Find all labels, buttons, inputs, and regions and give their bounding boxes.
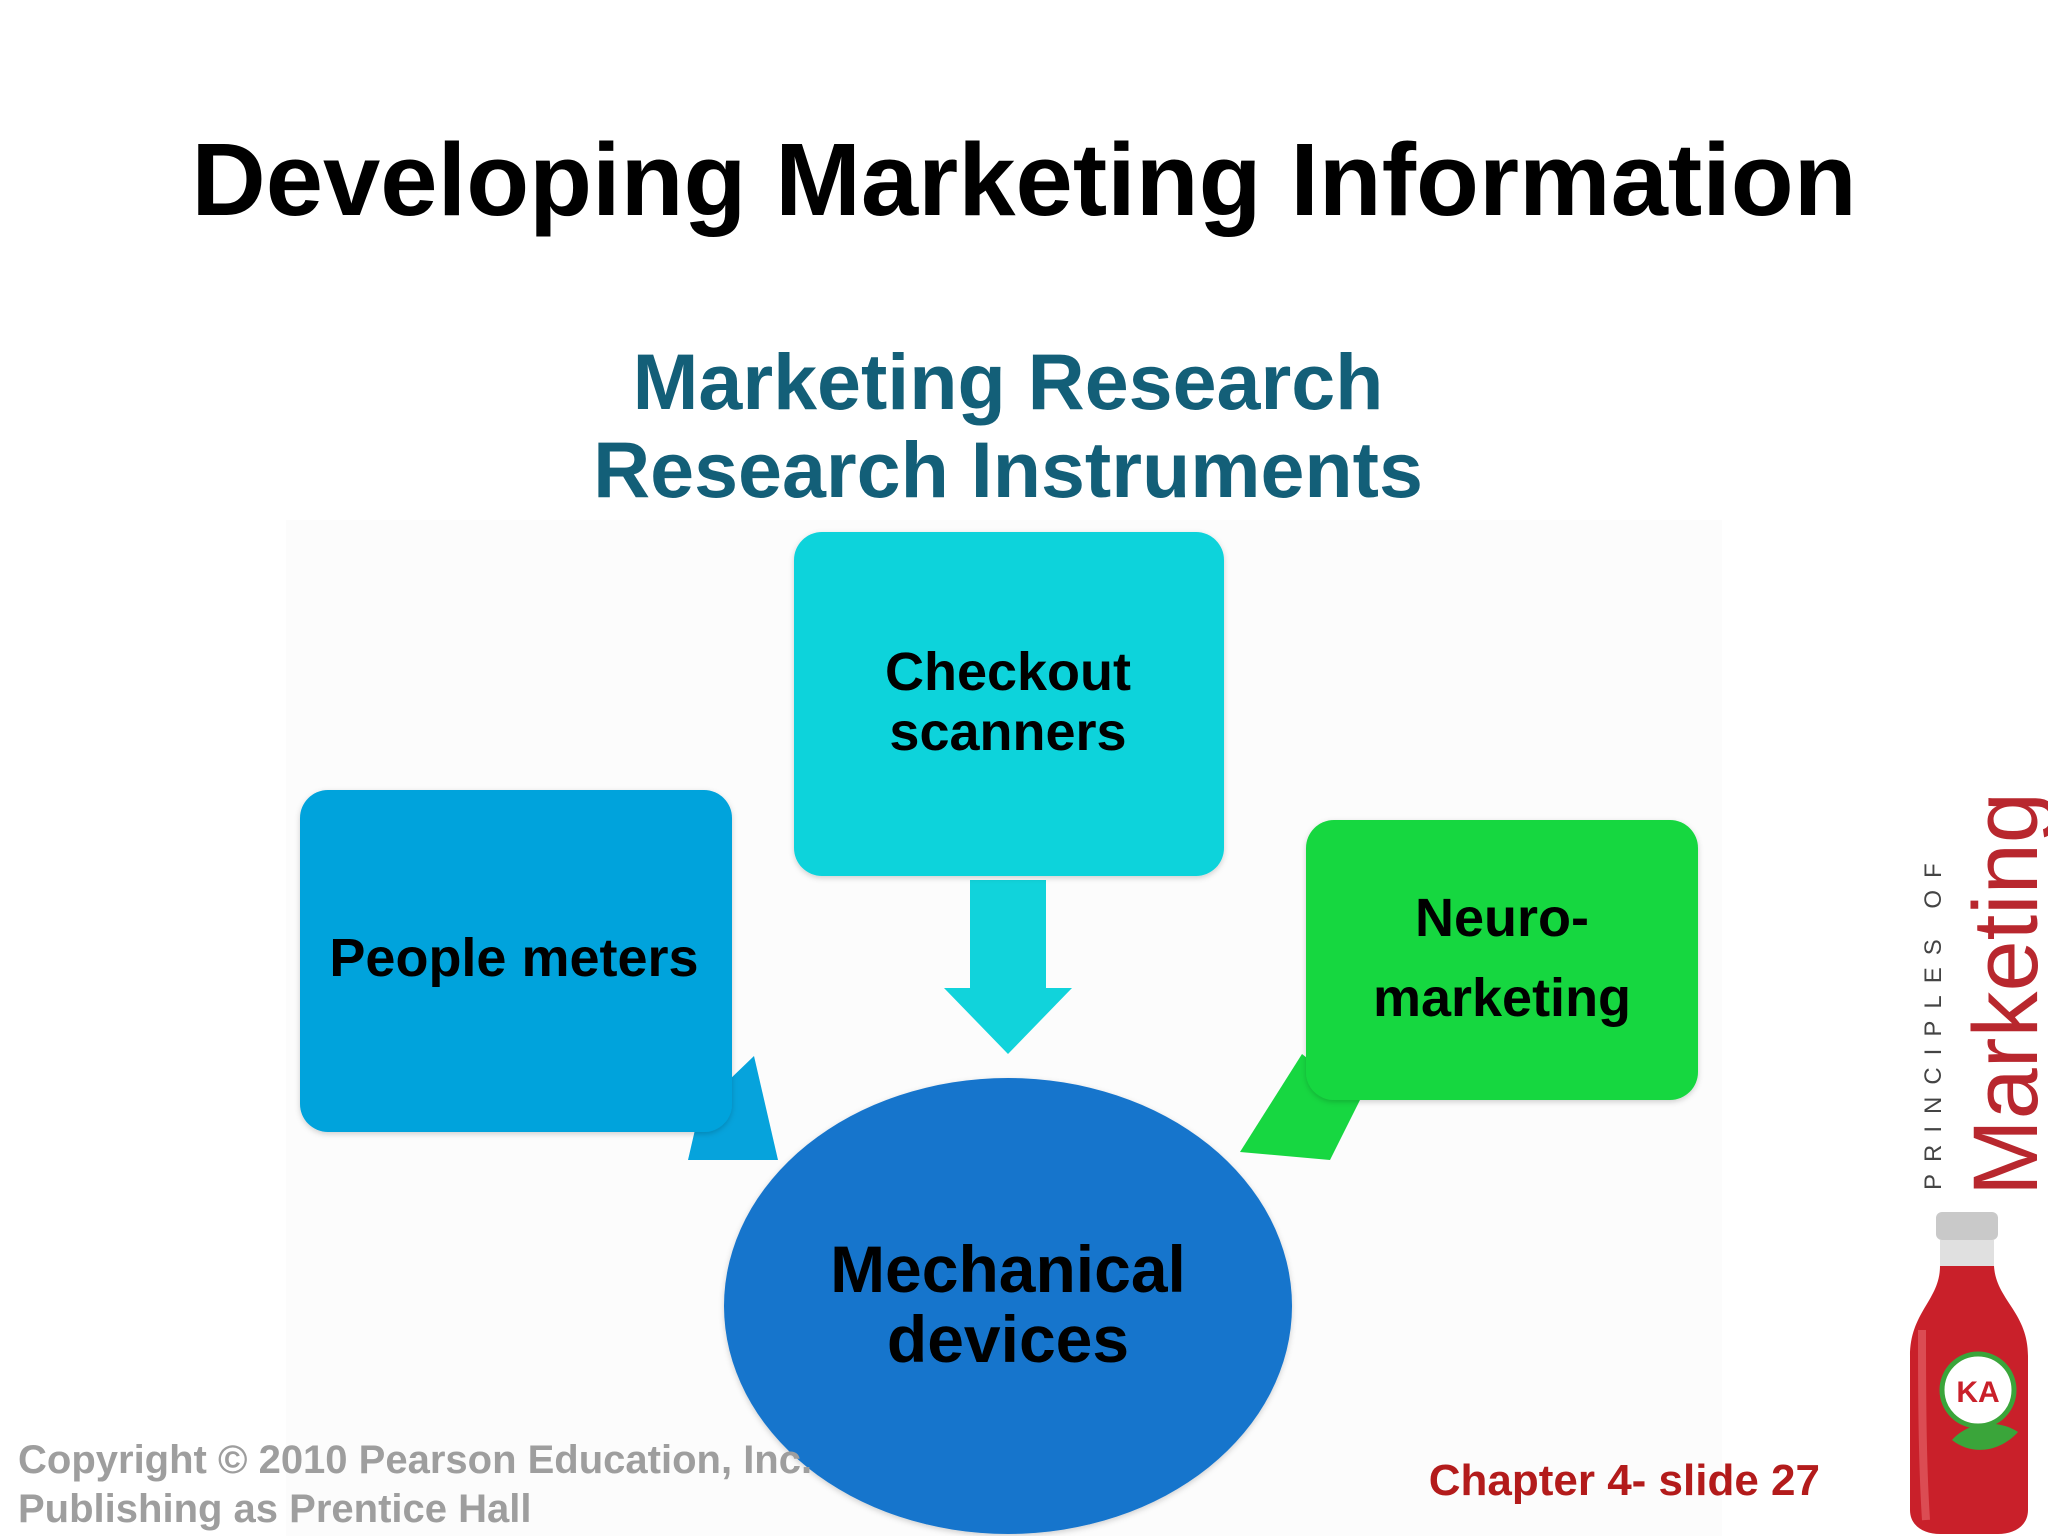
- slide-title: Developing Marketing Information: [191, 122, 1857, 237]
- node-top-label-1: Checkout: [885, 642, 1131, 702]
- node-right-label-1: Neuro-: [1415, 888, 1589, 948]
- node-right-label-2: marketing: [1373, 968, 1631, 1028]
- bottle-icon: KA: [1910, 1212, 2028, 1534]
- node-left-box: [300, 790, 732, 1132]
- node-right-box: [1306, 820, 1698, 1100]
- node-center-ellipse: [724, 1078, 1292, 1534]
- subtitle-line-1: Marketing Research: [632, 337, 1384, 426]
- arrow-from-top: [944, 880, 1072, 1054]
- node-center-label-1: Mechanical: [830, 1232, 1186, 1306]
- copyright-footer: Copyright © 2010 Pearson Education, Inc.…: [18, 1436, 812, 1534]
- copyright-line-1: Copyright © 2010 Pearson Education, Inc.: [18, 1438, 813, 1482]
- node-top-box: [794, 532, 1224, 876]
- node-left-label: People meters: [329, 928, 698, 988]
- bottle-badge-text: KA: [1956, 1376, 1999, 1409]
- arrow-from-left: [688, 1056, 778, 1160]
- node-top-label-2: scanners: [889, 702, 1126, 762]
- subtitle-line-2: Research Instruments: [593, 425, 1423, 514]
- chapter-slide-number: Chapter 4- slide 27: [1428, 1456, 1820, 1505]
- slide-subtitle: Marketing Research Research Instruments: [0, 338, 2016, 514]
- copyright-line-2: Publishing as Prentice Hall: [18, 1487, 532, 1531]
- node-center-label-2: devices: [887, 1302, 1129, 1376]
